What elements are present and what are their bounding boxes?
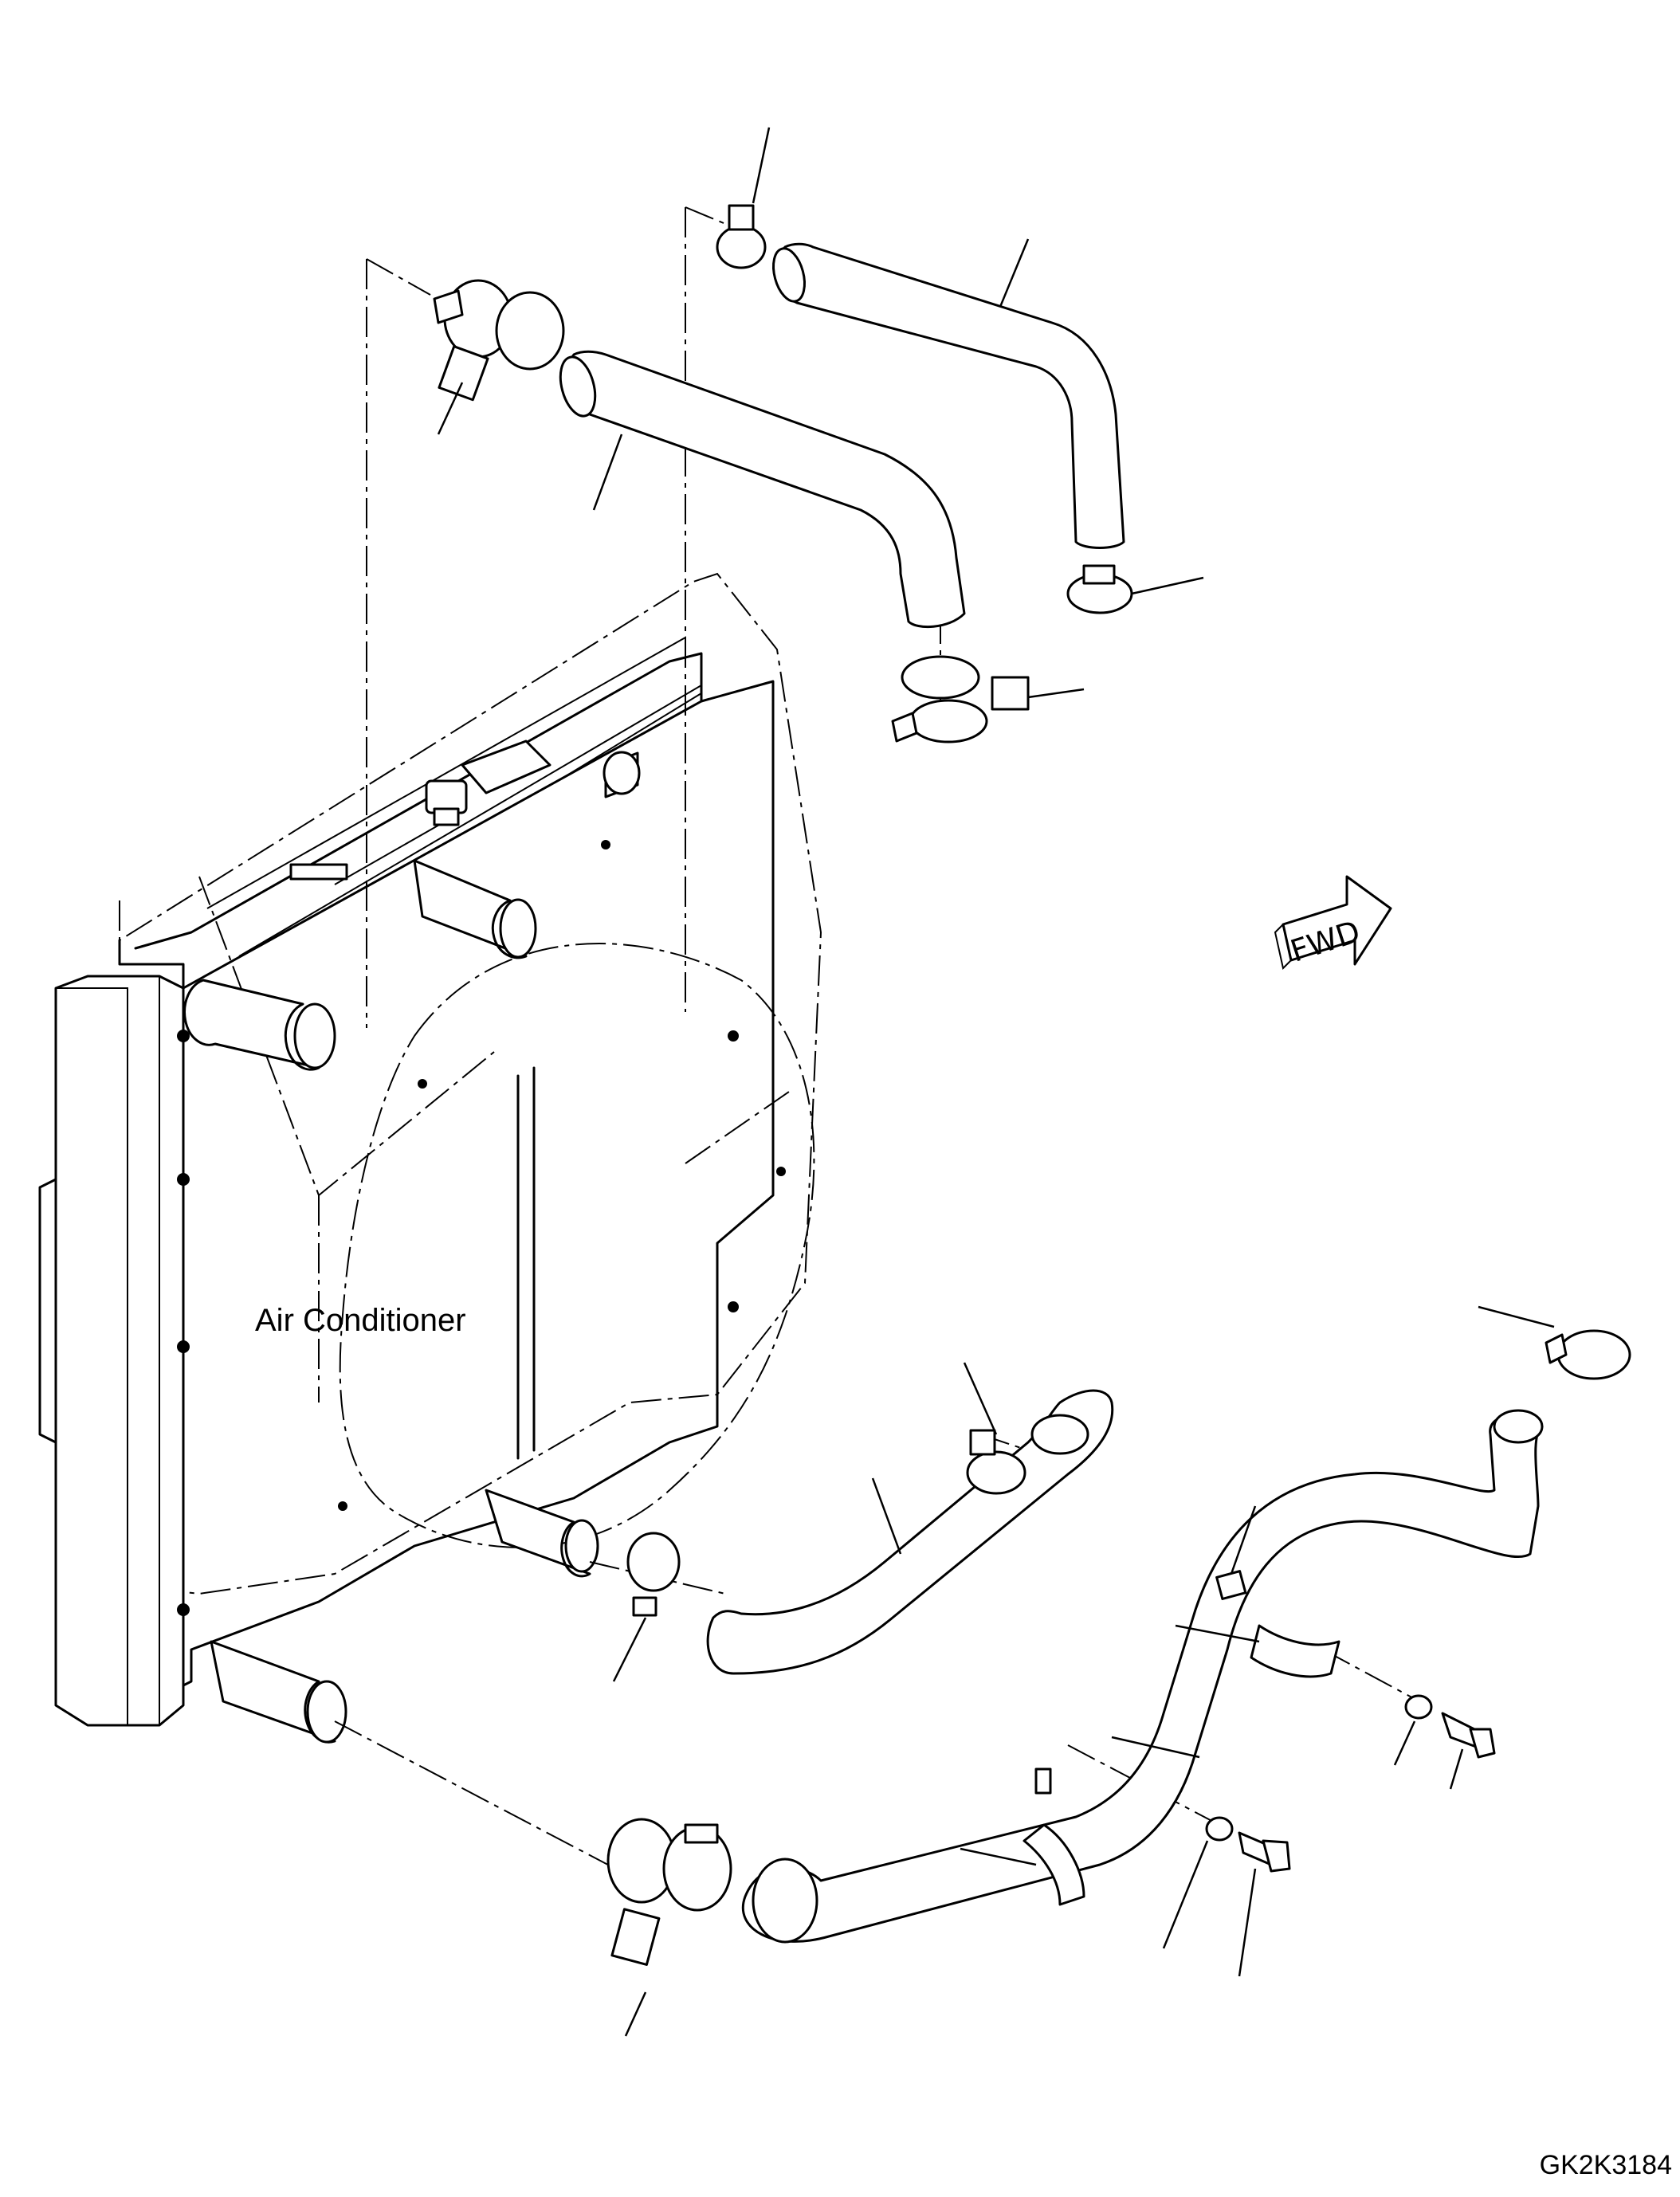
air-conditioner-label: Air Conditioner [255, 1303, 466, 1338]
shroud-inner-lines [198, 876, 790, 1403]
lower-right-pipe [741, 1414, 1544, 1943]
clamp-top-right [716, 204, 767, 269]
side-bracket [38, 1178, 57, 1444]
bolt-upper [1441, 1712, 1496, 1759]
radiator-grid-plate [461, 740, 551, 794]
clamp-mid-right [1066, 564, 1133, 614]
pipe-bands [1023, 1570, 1340, 1906]
clamp-lower-left [606, 1818, 732, 1966]
radiator-assembly [38, 572, 822, 1744]
filler-cap [425, 779, 468, 826]
bolt-lower [1238, 1831, 1291, 1873]
clamp-lower-right-top [1545, 1329, 1631, 1380]
fan-ring [339, 943, 815, 1548]
clamp-mid-center [891, 655, 1030, 743]
clamp-lower-center-top [966, 1429, 1026, 1495]
upper-hose-right [775, 242, 1125, 549]
frame-bolts [177, 840, 786, 1616]
drawing-code: GK2K3184 [1540, 2150, 1672, 2180]
upper-hose-center [564, 350, 966, 629]
side-tank [54, 975, 185, 1727]
label-plate [289, 863, 348, 881]
shroud-outline [119, 572, 822, 1595]
leader-lines [437, 127, 1555, 2037]
washer-lower [1205, 1816, 1234, 1842]
lower-mid-pipe [485, 1489, 591, 1578]
radiator-top-plate [134, 652, 703, 950]
radiator-frame [118, 680, 775, 1687]
clamp-top-left [433, 279, 565, 402]
washer-upper [1404, 1694, 1433, 1720]
clamp-lower-center-bottom [626, 1532, 681, 1617]
forward-direction-arrow: FWD [1274, 875, 1392, 970]
